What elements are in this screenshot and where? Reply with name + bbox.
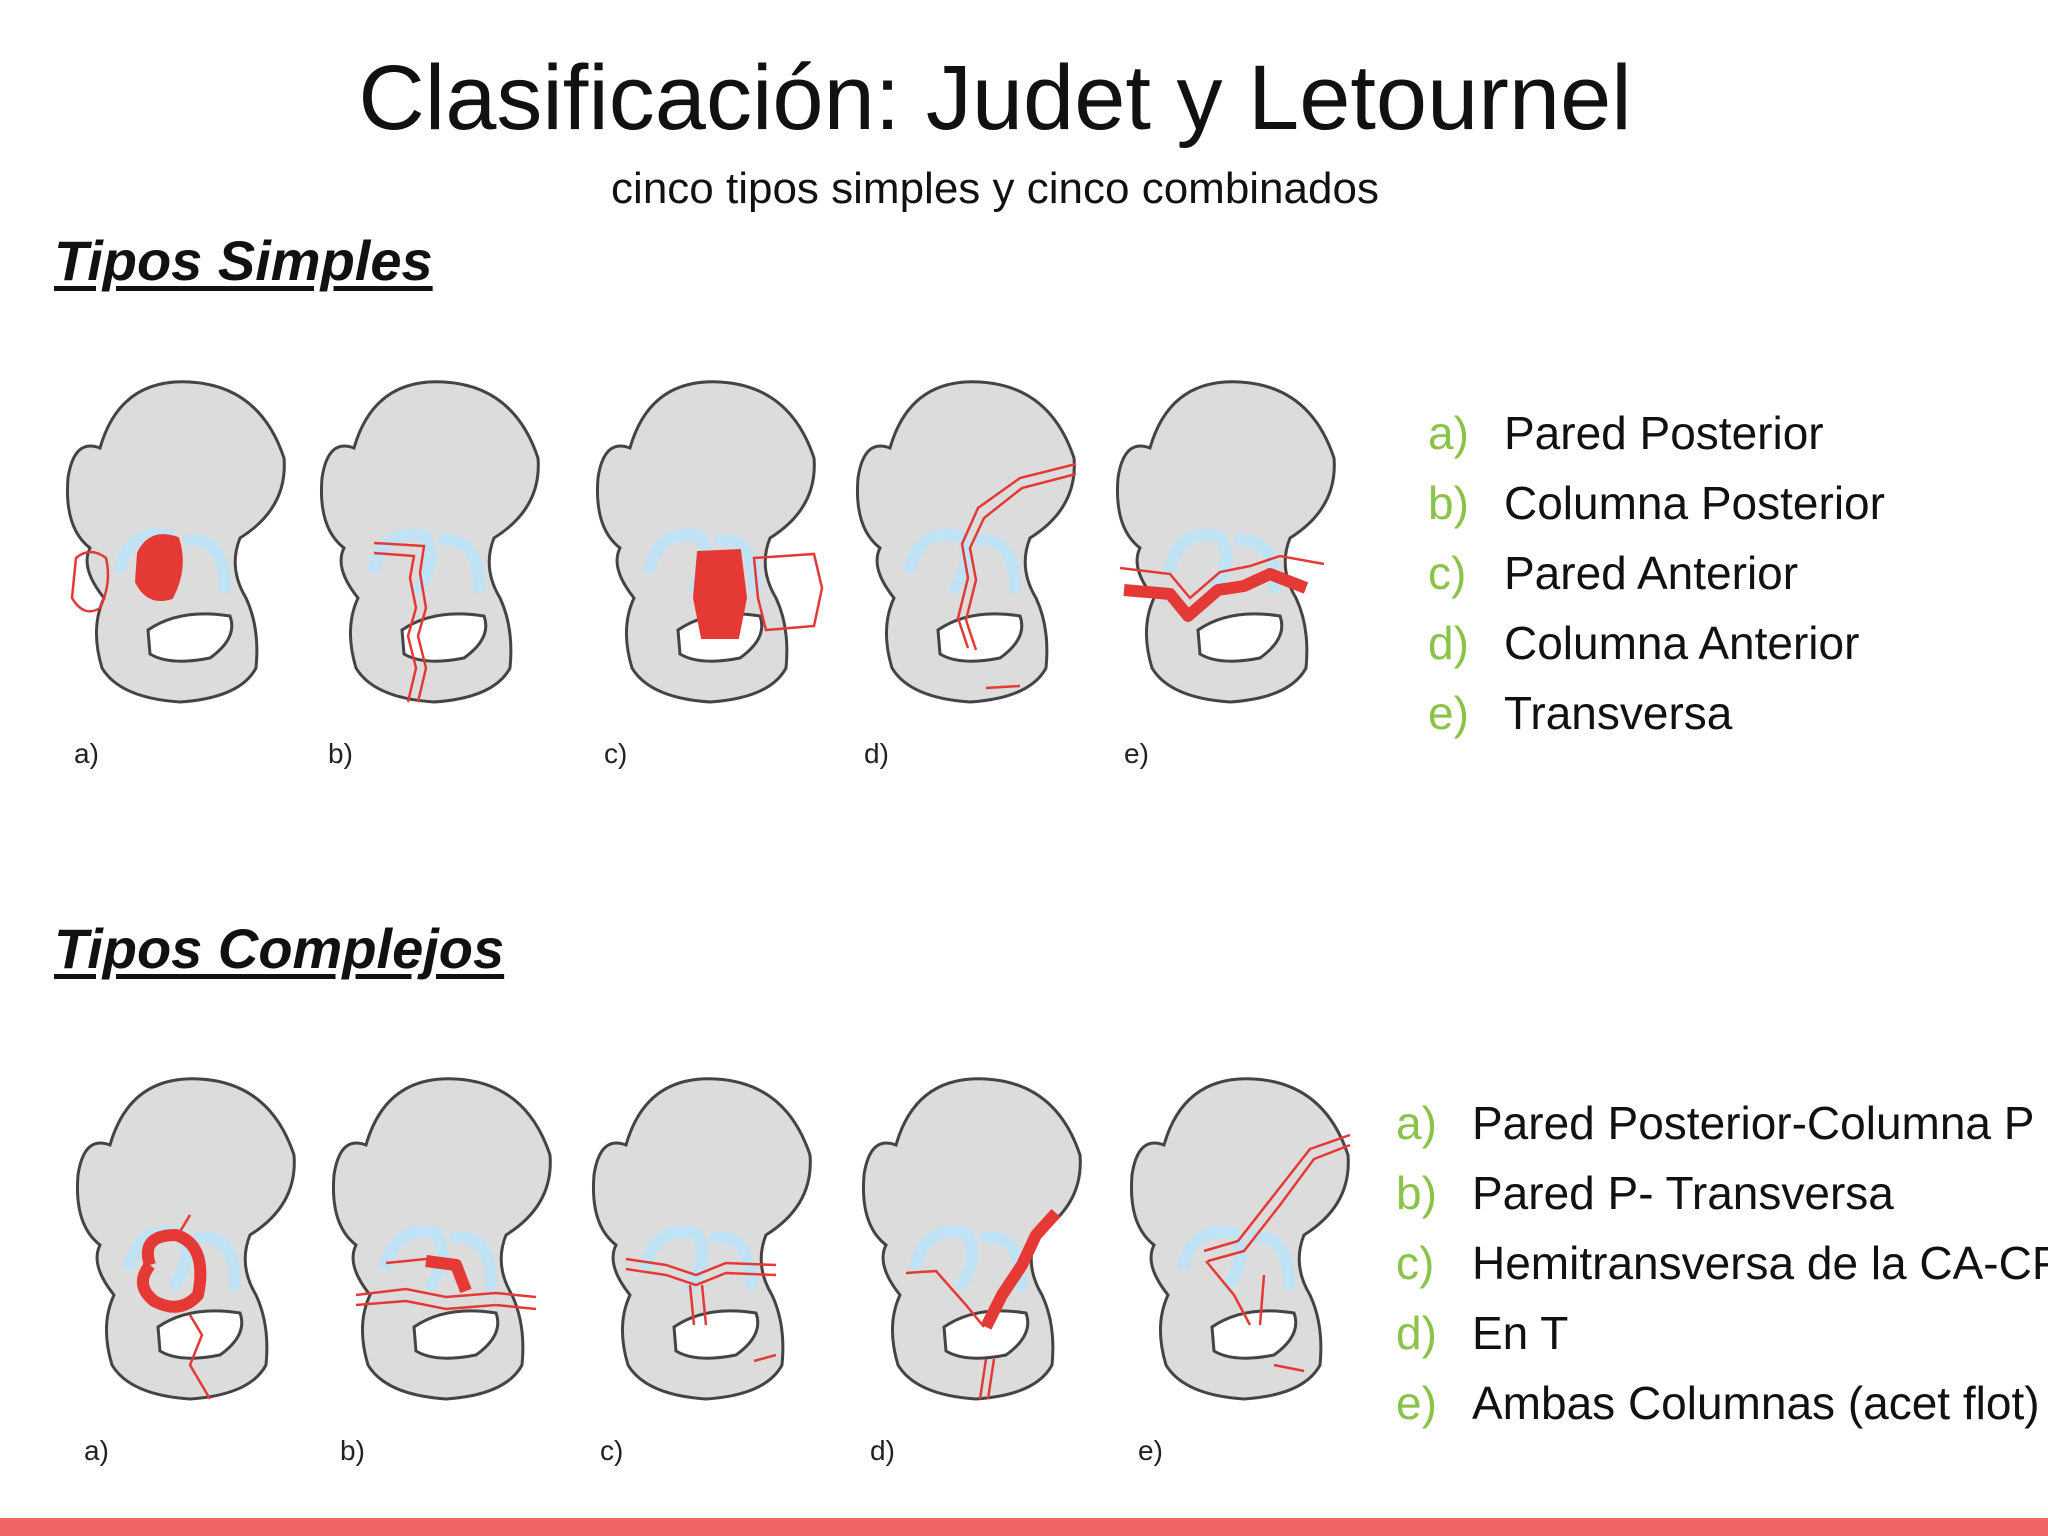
figure-label: b)	[328, 738, 353, 769]
pelvis-diagram-complex-a: a)	[70, 1065, 310, 1466]
pelvis-diagram-simple-d: d)	[850, 368, 1090, 769]
list-marker: c)	[1428, 547, 1467, 599]
complex-types-list: a) Pared Posterior-Columna P b) Pared P- T…	[1396, 1088, 2048, 1438]
list-marker: e)	[1396, 1377, 1437, 1429]
pelvis-diagram-complex-e: e)	[1124, 1065, 1364, 1466]
list-item-label: Pared P- Transversa	[1472, 1167, 1894, 1219]
figure-label: b)	[340, 1435, 365, 1466]
list-marker: d)	[1428, 617, 1469, 669]
list-item-label: Pared Anterior	[1504, 547, 1799, 599]
figure-label: a)	[74, 738, 99, 769]
list-item: e) Ambas Columnas (acet flot)	[1396, 1368, 2048, 1438]
list-item: c) Hemitransversa de la CA-CP	[1396, 1228, 2048, 1298]
list-item-label: Pared Posterior-Columna P	[1472, 1097, 2035, 1149]
list-item-label: Transversa	[1504, 687, 1733, 739]
list-item-label: Ambas Columnas (acet flot)	[1472, 1377, 2040, 1429]
list-marker: d)	[1396, 1307, 1437, 1359]
list-marker: b)	[1428, 477, 1469, 529]
list-item-label: Columna Anterior	[1504, 617, 1860, 669]
simple-types-list: a) Pared Posterior b) Columna Posterior c)…	[1428, 398, 1885, 748]
list-marker: a)	[1428, 407, 1469, 459]
footer-bar	[0, 1518, 2048, 1536]
list-item: a) Pared Posterior	[1428, 398, 1885, 468]
slide-title: Clasificación: Judet y Letournel	[358, 47, 1632, 149]
figure-label: d)	[864, 738, 889, 769]
list-item: b) Pared P- Transversa	[1396, 1158, 2048, 1228]
pelvis-diagram-complex-b: b)	[326, 1065, 566, 1466]
list-marker: e)	[1428, 687, 1469, 739]
slide-subtitle: cinco tipos simples y cinco combinados	[611, 164, 1379, 213]
pelvis-diagram-simple-e: e)	[1110, 368, 1350, 769]
list-item: c) Pared Anterior	[1428, 538, 1885, 608]
list-item: b) Columna Posterior	[1428, 468, 1885, 538]
simple-types-figure: a) b) c) d)	[60, 368, 1360, 769]
simple-types-heading: Tipos Simples	[54, 229, 433, 292]
list-item-label: En T	[1472, 1307, 1569, 1359]
pelvis-diagram-complex-d: d)	[856, 1065, 1096, 1466]
complex-types-figure: a) b) c)	[60, 1065, 1360, 1466]
list-item-label: Hemitransversa de la CA-CP	[1472, 1237, 2048, 1289]
pelvis-diagram-complex-c: c)	[586, 1065, 826, 1466]
pelvis-diagram-simple-c: c)	[590, 368, 830, 769]
list-marker: a)	[1396, 1097, 1437, 1149]
list-marker: b)	[1396, 1167, 1437, 1219]
list-item-label: Columna Posterior	[1504, 477, 1885, 529]
complex-types-heading: Tipos Complejos	[54, 917, 505, 980]
pelvis-diagram-simple-a: a)	[60, 368, 300, 769]
list-item: a) Pared Posterior-Columna P	[1396, 1088, 2048, 1158]
list-item: d) En T	[1396, 1298, 2048, 1368]
figure-label: c)	[600, 1435, 624, 1466]
list-item: e) Transversa	[1428, 678, 1885, 748]
figure-label: c)	[604, 738, 628, 769]
figure-label: a)	[84, 1435, 109, 1466]
figure-label: e)	[1124, 738, 1149, 769]
list-item-label: Pared Posterior	[1504, 407, 1824, 459]
figure-label: e)	[1138, 1435, 1163, 1466]
figure-label: d)	[870, 1435, 895, 1466]
pelvis-diagram-simple-b: b)	[314, 368, 554, 769]
list-item: d) Columna Anterior	[1428, 608, 1885, 678]
list-marker: c)	[1396, 1237, 1435, 1289]
